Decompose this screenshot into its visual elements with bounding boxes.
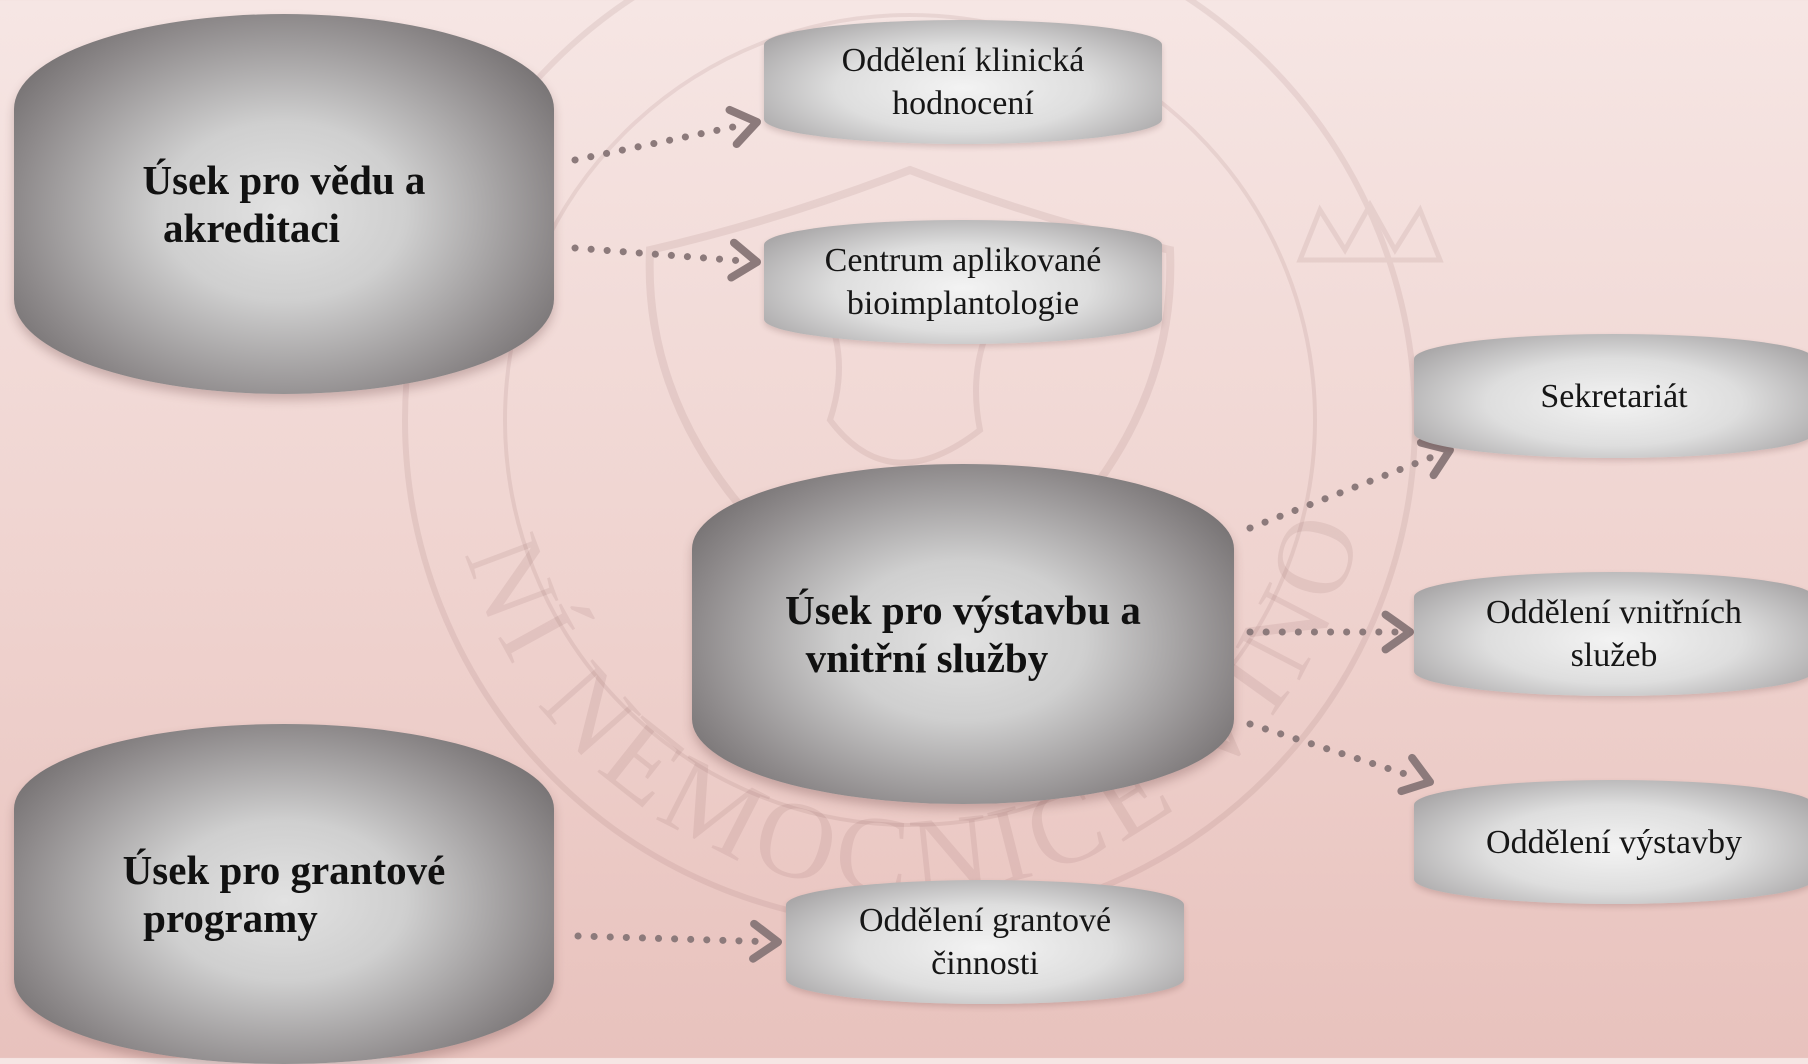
arrowhead-icon — [727, 238, 761, 282]
arrowhead-icon — [1397, 753, 1434, 796]
arrowhead-icon — [1416, 438, 1454, 480]
construction-dept-node: Oddělení výstavby — [1414, 780, 1808, 904]
internal-services-label: Oddělení vnitřních služeb — [1486, 594, 1742, 674]
connector-line — [571, 121, 747, 164]
connector-line — [1246, 720, 1421, 782]
connector-grants-grant_dept — [574, 919, 782, 963]
secretariat-node: Sekretariát — [1414, 334, 1808, 458]
connector-line — [1246, 451, 1441, 532]
connector-construction-secretariat — [1246, 438, 1454, 532]
grants-division-label: Úsek pro grantové programy — [122, 847, 446, 941]
science-division-node: Úsek pro vědu a akreditaci — [14, 14, 554, 394]
construction-division-label: Úsek pro výstavbu a vnitřní služby — [785, 587, 1141, 681]
internal-services-node: Oddělení vnitřních služeb — [1414, 572, 1808, 696]
construction-division-node: Úsek pro výstavbu a vnitřní služby — [692, 464, 1234, 804]
grant-activity-node: Oddělení grantové činnosti — [786, 880, 1184, 1004]
construction-dept-label: Oddělení výstavby — [1486, 823, 1742, 861]
science-division-label: Úsek pro vědu a akreditaci — [142, 157, 426, 251]
connector-construction-building — [1246, 720, 1434, 796]
connector-construction-internal — [1246, 610, 1414, 654]
connector-line — [574, 932, 768, 946]
connector-science-bioimplant — [571, 238, 761, 282]
bioimplantology-center-node: Centrum aplikované bioimplantologie — [764, 220, 1162, 344]
connectors — [571, 105, 1454, 963]
arrowhead-icon — [1381, 610, 1414, 654]
grants-division-node: Úsek pro grantové programy — [14, 724, 554, 1064]
arrowhead-icon — [749, 919, 782, 963]
arrowhead-icon — [725, 105, 761, 149]
secretariat-label: Sekretariát — [1540, 377, 1688, 415]
bioimplantology-center-label: Centrum aplikované bioimplantologie — [824, 242, 1102, 322]
clinical-trials-node: Oddělení klinická hodnocení — [764, 20, 1162, 144]
grant-activity-label: Oddělení grantové činnosti — [858, 902, 1112, 982]
connector-science-clinical — [571, 105, 761, 164]
clinical-trials-label: Oddělení klinická hodnocení — [841, 42, 1085, 122]
